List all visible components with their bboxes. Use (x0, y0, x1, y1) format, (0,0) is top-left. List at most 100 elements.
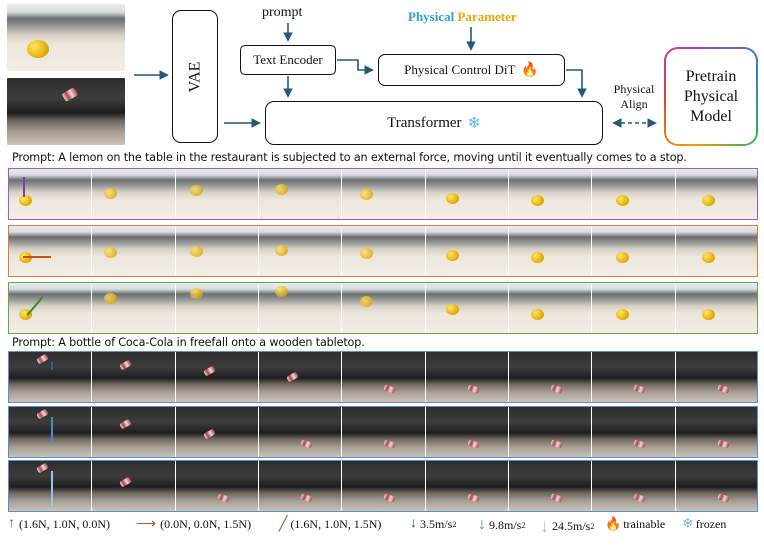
lemon (275, 244, 288, 256)
video-frame (509, 169, 593, 219)
force2-label: (0.0N, 0.0N, 1.5N) (160, 517, 252, 531)
lemon (531, 195, 544, 206)
video-frame (342, 169, 426, 219)
grav2-arrow-icon: ↓ (478, 516, 486, 533)
lemon (275, 184, 288, 196)
lemon (445, 303, 459, 315)
grav3-label: 24.5m/s (552, 519, 591, 533)
physical-control-dit-box: Physical Control DiT 🔥 (378, 54, 565, 86)
video-frame (9, 283, 93, 333)
fire-icon: 🔥 (605, 516, 622, 531)
lemon (19, 309, 32, 320)
lemon (616, 252, 630, 263)
frozen-label: frozen (695, 517, 727, 531)
video-frame (592, 407, 676, 457)
video-frame (425, 226, 509, 276)
lemon (531, 252, 544, 263)
video-frame (9, 226, 93, 276)
arrow-dit-to-transformer (566, 69, 587, 98)
video-frame (509, 226, 593, 276)
video-frame (675, 226, 757, 276)
lemon (531, 309, 544, 320)
lemon (189, 288, 203, 300)
input-image-cola (7, 78, 125, 145)
video-frame (675, 352, 757, 402)
force-arrow-icon (23, 256, 51, 258)
lemon (275, 285, 288, 297)
video-frame (592, 226, 676, 276)
video-frame (592, 461, 676, 511)
video-frame (425, 352, 509, 402)
video-frame (259, 407, 343, 457)
vae-label: VAE (185, 61, 203, 92)
video-frame (342, 283, 426, 333)
grav3-sup: 2 (590, 522, 595, 531)
video-frame (175, 461, 259, 511)
grav1-label: 3.5m/s (420, 516, 453, 531)
video-frame (259, 352, 343, 402)
video-frame (675, 283, 757, 333)
cola-can (36, 408, 49, 420)
cola-can (300, 439, 313, 449)
grav3-arrow-icon: ↓ (540, 516, 549, 536)
arrow-transformer-to-dit (360, 70, 372, 100)
snowflake-icon: ❄ (682, 517, 694, 532)
lemon (104, 293, 118, 305)
arrow-encoder-to-dit (337, 59, 374, 75)
input-image-lemon (7, 4, 125, 71)
parameter-word: Parameter (457, 9, 517, 24)
video-frame (9, 461, 93, 511)
grav1-sup: 2 (452, 519, 457, 529)
video-frame (92, 461, 176, 511)
video-frame (92, 226, 176, 276)
vae-box: VAE (172, 10, 218, 143)
video-strip-4 (8, 351, 758, 403)
video-frame (92, 169, 176, 219)
physical-align-line2: Align (620, 97, 648, 111)
lemon (27, 40, 49, 58)
text-encoder-label: Text Encoder (253, 52, 323, 67)
video-strip-3 (8, 282, 758, 334)
text-encoder-box: Text Encoder (240, 45, 336, 75)
cola-can (202, 428, 216, 440)
force-arrow-icon (26, 296, 44, 316)
lemon (360, 189, 374, 200)
prompt-label: prompt (262, 5, 303, 20)
cola-can (550, 384, 563, 394)
lemon (360, 248, 374, 259)
lemon (19, 195, 32, 206)
video-frame (175, 407, 259, 457)
video-frame (342, 407, 426, 457)
video-frame (509, 407, 593, 457)
cola-can (300, 493, 313, 503)
video-frame (9, 407, 93, 457)
video-frame (175, 226, 259, 276)
video-frame (259, 169, 343, 219)
transformer-box: Transformer ❄ (265, 101, 603, 145)
video-frame (92, 352, 176, 402)
lemon (701, 252, 715, 263)
pretrain-inner: Pretrain Physical Model (665, 48, 757, 145)
cola-can (633, 493, 647, 503)
video-frame (592, 352, 676, 402)
video-frame (175, 352, 259, 402)
physical-align-label: Physical Align (606, 82, 662, 112)
video-frame (425, 169, 509, 219)
video-frame (675, 407, 757, 457)
video-frame (675, 461, 757, 511)
video-frame (259, 461, 343, 511)
video-frame (9, 169, 93, 219)
cola-can (119, 418, 133, 430)
cola-can (36, 353, 49, 365)
cola-can (119, 476, 133, 488)
pretrain-line2: Physical (683, 87, 739, 105)
lemon (445, 250, 459, 262)
lemon (104, 187, 118, 199)
video-frame (175, 283, 259, 333)
video-frame (342, 461, 426, 511)
lemon (701, 195, 715, 206)
legend-frozen: ❄ frozen (682, 516, 726, 533)
video-frame (675, 169, 757, 219)
